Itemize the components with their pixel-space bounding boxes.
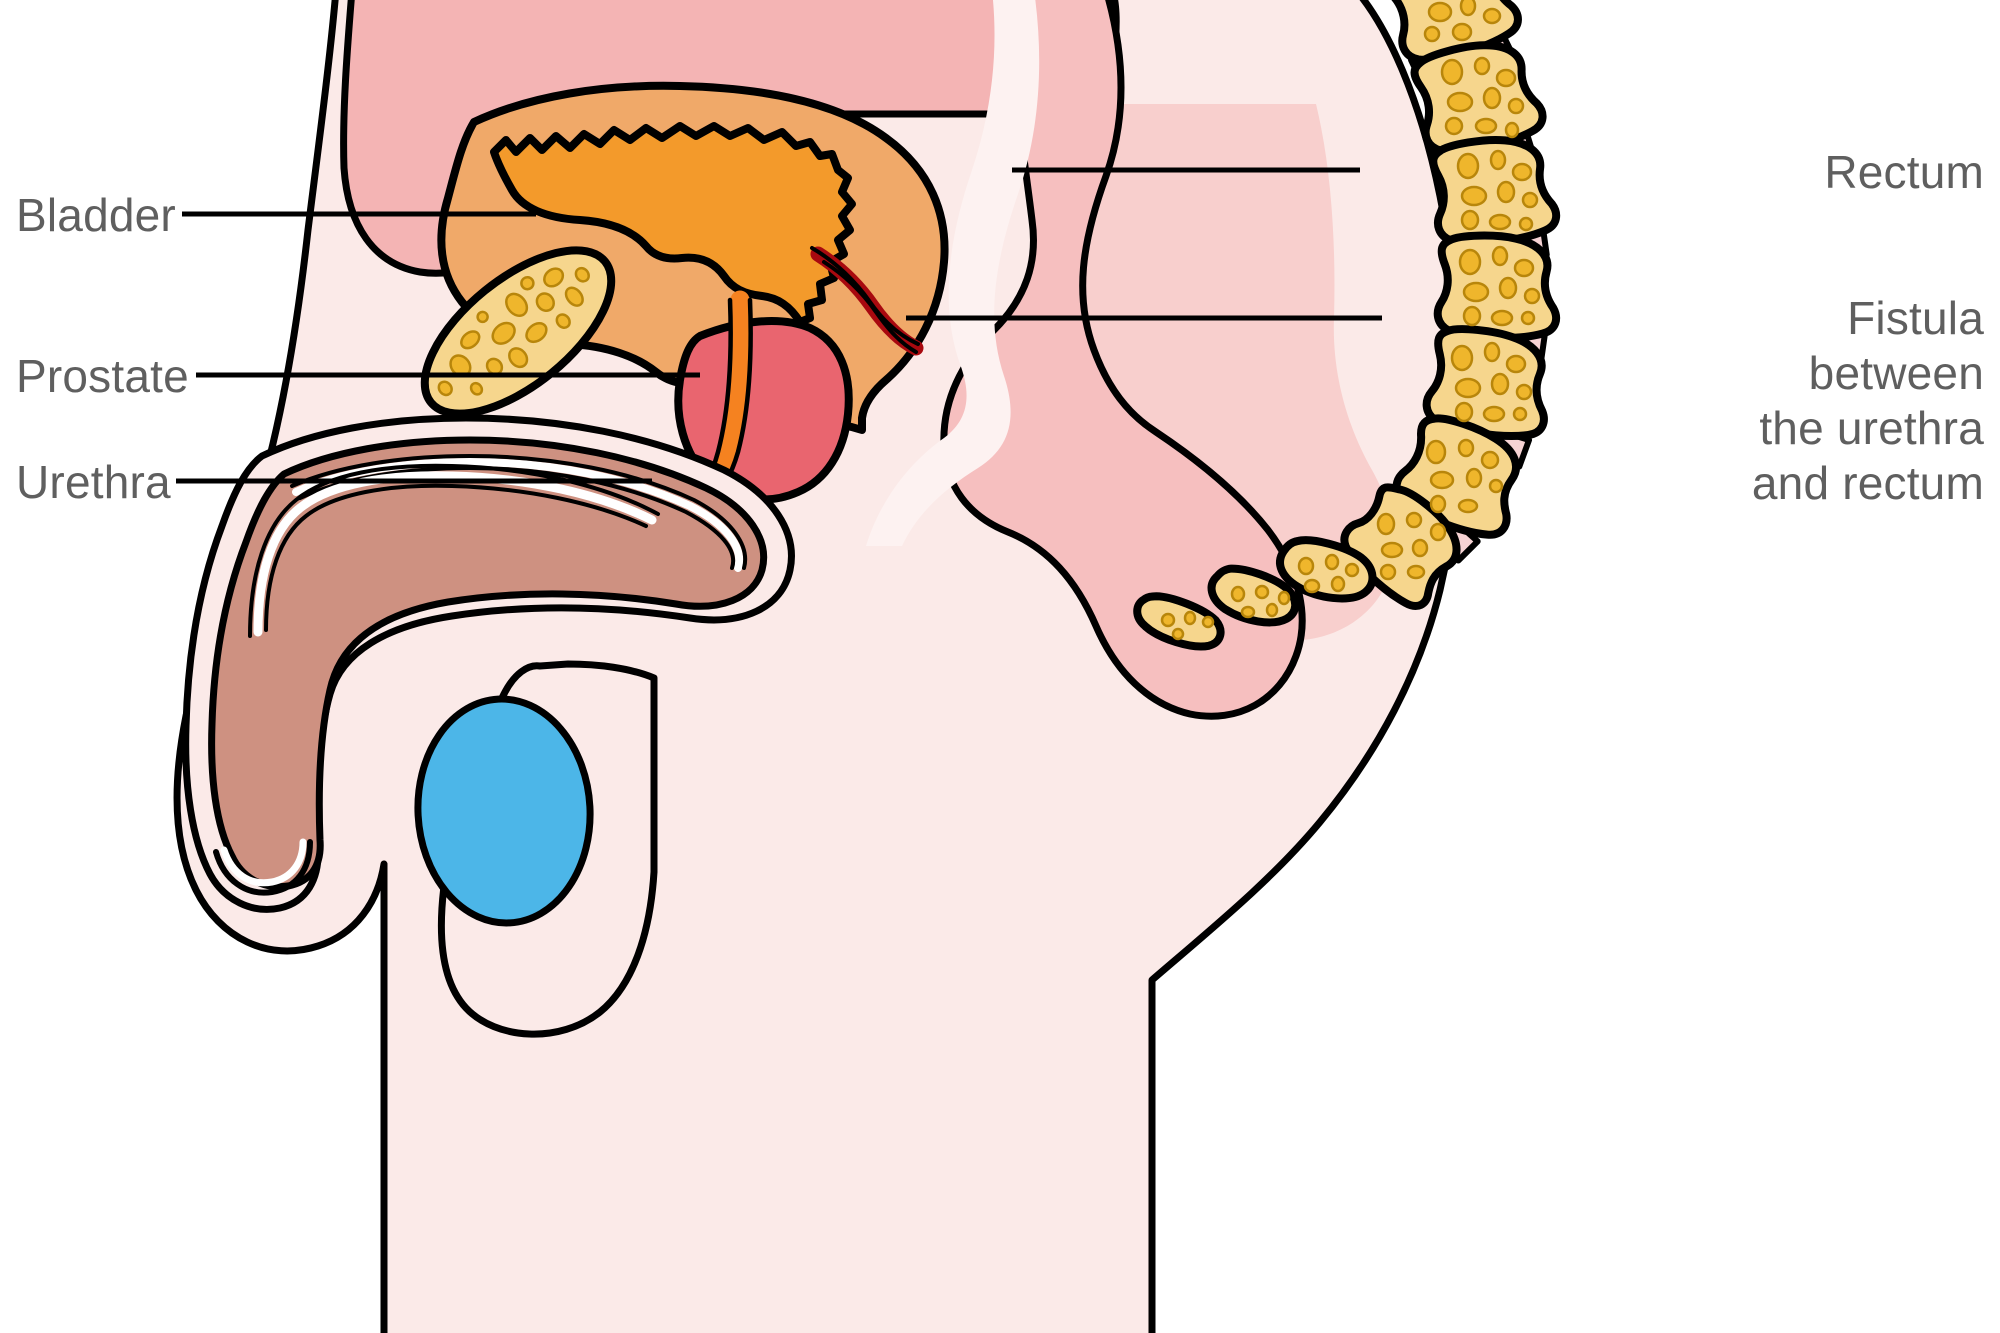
coccyx-tip	[1133, 592, 1225, 651]
label-bladder: Bladder	[16, 189, 176, 241]
penis-septum-line-2-edge-b	[264, 483, 648, 632]
fistula-group	[810, 246, 924, 356]
label-urethra: Urethra	[16, 456, 171, 508]
penis-glans-fold-white	[220, 838, 307, 887]
penis-glans-fold	[213, 839, 313, 896]
spine-group	[1133, 0, 1561, 651]
testis	[414, 695, 594, 927]
vertebra-body	[1384, 0, 1522, 64]
leader-lines-group	[176, 167, 1382, 484]
label-fistula-line-4: and rectum	[1752, 457, 1984, 509]
label-fistula-line-3: the urethra	[1759, 402, 1984, 454]
label-prostate: Prostate	[16, 350, 189, 402]
perineal-pale-band	[866, 0, 1040, 546]
perineal-band-group	[866, 0, 1040, 546]
label-fistula-line-1: Fistula	[1847, 292, 1984, 344]
vertebra-body	[1429, 136, 1561, 248]
label-fistula-line-2: between	[1809, 347, 1984, 399]
fistula-tract-outline-2	[822, 260, 918, 354]
rectum	[940, 0, 1306, 720]
vertebrae-marrow-speckles	[1160, 0, 1541, 641]
label-rectum: Rectum	[1824, 146, 1984, 198]
rectum-group	[940, 0, 1306, 720]
coccyx-segment	[1276, 536, 1377, 603]
scrotum-group	[414, 660, 658, 1038]
labels-group: Bladder Prostate Urethra Rectum Fistula …	[16, 146, 1984, 509]
coccyx	[1133, 536, 1377, 651]
penis-corpus-cavernosum	[208, 436, 767, 891]
penis-septum-line-1-edge-a	[290, 453, 748, 570]
bladder-lumen	[490, 122, 856, 326]
